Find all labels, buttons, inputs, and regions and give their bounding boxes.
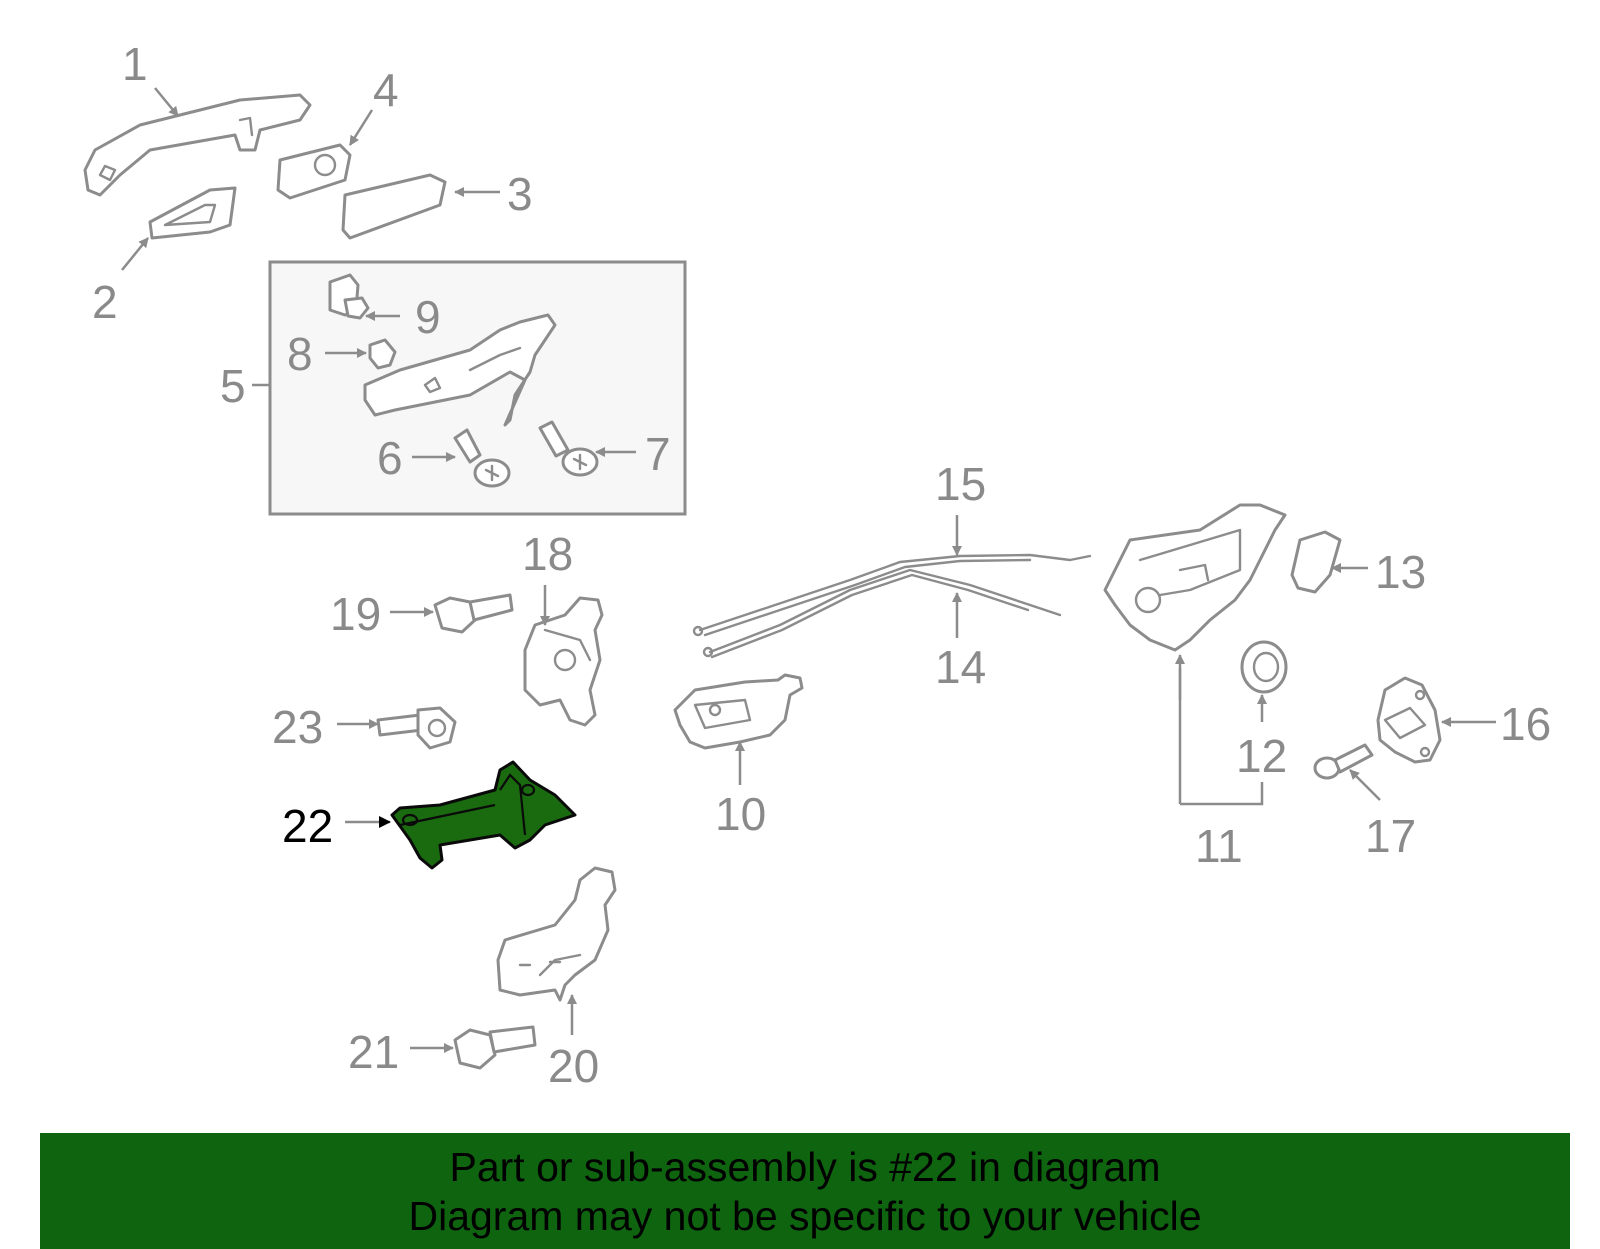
callout-11[interactable]: 11 [1195,820,1243,872]
part-14-cable[interactable] [702,568,1062,659]
banner-line-1: Part or sub-assembly is #22 in diagram [449,1144,1161,1190]
part-16-striker[interactable] [1376,676,1442,764]
banner-line-2: Diagram may not be specific to your vehi… [408,1193,1202,1239]
part-12-grommet[interactable] [1240,640,1288,694]
parts-diagram: 1 2 3 4 5 6 7 8 9 10 11 12 13 14 15 16 1… [83,38,1551,1092]
part-7-screw[interactable] [538,420,599,477]
part-17-screw[interactable] [1313,743,1374,780]
callout-12[interactable]: 12 [1236,730,1287,782]
callout-16[interactable]: 16 [1500,698,1551,750]
callout-22-highlighted[interactable]: 22 [282,800,333,852]
part-8-bushing[interactable] [368,338,397,370]
part-6-screw[interactable] [453,428,511,488]
part-2-handle-pad[interactable] [148,186,237,240]
part-1-outside-handle[interactable] [83,93,312,197]
leader-lines [121,87,1496,1053]
part-20-hinge[interactable] [496,866,617,1002]
callout-9[interactable]: 9 [415,291,441,343]
part-4-cylinder-cover[interactable] [276,143,352,200]
part-3-cover[interactable] [341,173,447,240]
callout-17[interactable]: 17 [1365,810,1416,862]
callout-2[interactable]: 2 [92,276,118,328]
part-15-cable[interactable] [692,553,1092,637]
part-23-bolt[interactable] [376,706,457,750]
callout-numbers: 1 2 3 4 5 6 7 8 9 10 11 12 13 14 15 16 1… [92,38,1551,1092]
callout-15[interactable]: 15 [935,458,986,510]
callout-23[interactable]: 23 [272,701,323,753]
part-19-bolt[interactable] [433,593,514,634]
callout-18[interactable]: 18 [522,528,573,580]
callout-20[interactable]: 20 [548,1040,599,1092]
part-22-door-check[interactable] [390,760,577,870]
callout-4[interactable]: 4 [373,64,399,116]
part-21-bolt[interactable] [453,1025,537,1070]
part-13-cover[interactable] [1290,530,1342,594]
callout-3[interactable]: 3 [507,168,533,220]
callout-10[interactable]: 10 [715,788,766,840]
callout-5[interactable]: 5 [220,360,246,412]
callout-6[interactable]: 6 [377,432,403,484]
callout-14[interactable]: 14 [935,641,986,693]
callout-21[interactable]: 21 [348,1026,399,1078]
callout-13[interactable]: 13 [1375,546,1426,598]
part-9-clip[interactable] [328,273,370,320]
callout-19[interactable]: 19 [330,588,381,640]
info-banner: Part or sub-assembly is #22 in diagram D… [40,1133,1570,1249]
part-18-hinge[interactable] [523,596,604,727]
part-10-inside-handle[interactable] [673,673,804,750]
callout-8[interactable]: 8 [287,328,313,380]
callout-1[interactable]: 1 [122,38,148,90]
part-11-lock-assembly[interactable] [1103,503,1287,652]
callout-7[interactable]: 7 [645,428,671,480]
part-5-frame[interactable] [363,313,557,427]
